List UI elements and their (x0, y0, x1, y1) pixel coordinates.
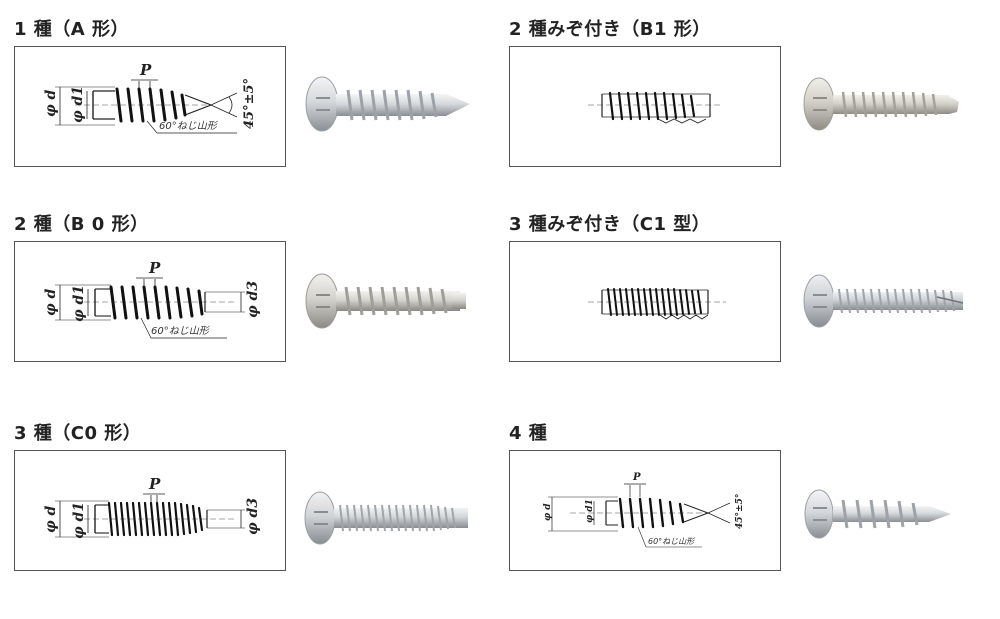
thread-angle-label: 60°ねじ山形 (151, 325, 211, 337)
screw-drawing (588, 91, 722, 124)
pitch-label: P (632, 472, 641, 483)
diameter-d1-label: φ d1 (71, 285, 87, 322)
type-3-c1-section: 3 種みぞ付き（C1 型） (509, 210, 999, 410)
screw-drawing: P φ d φ d1 φ d3 (43, 475, 261, 539)
diameter-d3-label: φ d3 (245, 498, 261, 535)
thread-angle-label: 60°ねじ山形 (648, 537, 695, 546)
diameter-d1-label: φ d1 (585, 499, 595, 523)
type-2-b1-section: 2 種みぞ付き（B1 形） (509, 15, 999, 215)
diameter-d3-label: φ d3 (245, 281, 261, 318)
screw-photo (302, 46, 472, 165)
screw-photo (302, 241, 472, 360)
pitch-label: P (148, 475, 161, 493)
type-1-a-section: 1 種（A 形） (14, 15, 504, 215)
dimension-diagram (509, 241, 781, 362)
angle-label: 45°±5° (242, 78, 257, 129)
screw-photo (797, 241, 967, 360)
type-title: 3 種（C0 形） (14, 423, 142, 444)
diameter-d-label: φ d (43, 89, 59, 117)
angle-label: 45°±5° (735, 494, 745, 529)
dimension-diagram: P φ d φ d1 φ d3 (14, 450, 286, 571)
pitch-label: P (139, 61, 152, 79)
diameter-d-label: φ d (43, 505, 59, 533)
type-title: 2 種（B 0 形） (14, 214, 149, 235)
screw-photo (797, 46, 967, 165)
diameter-d1-label: φ d1 (71, 502, 87, 539)
pitch-label: P (148, 259, 161, 277)
screw-drawing: P φ d φ d1 φ d3 60°ねじ山形 (43, 259, 261, 339)
screw-drawing: P φ d φ d1 45°±5° 60°ねじ山形 (543, 472, 745, 548)
type-title: 2 種みぞ付き（B1 形） (509, 19, 711, 40)
dimension-diagram (509, 46, 781, 167)
type-title: 1 種（A 形） (14, 19, 129, 40)
type-2-b0-section: 2 種（B 0 形） P (14, 210, 504, 410)
thread-angle-label: 60°ねじ山形 (159, 120, 219, 132)
type-title: 3 種みぞ付き（C1 型） (509, 214, 711, 235)
diameter-d-label: φ d (543, 503, 553, 521)
type-title: 4 種 (509, 423, 548, 444)
dimension-diagram: P φ d φ d1 φ d3 60°ねじ山形 (14, 241, 286, 362)
type-3-c0-section: 3 種（C0 形） P (14, 419, 504, 619)
dimension-diagram: P φ d φ d1 45°±5° 60°ねじ山形 (14, 46, 286, 167)
type-4-section: 4 種 P φ d φ (509, 419, 999, 619)
diameter-d1-label: φ d1 (70, 86, 86, 123)
screw-drawing: P φ d φ d1 45°±5° 60°ねじ山形 (43, 61, 257, 134)
dimension-diagram: P φ d φ d1 45°±5° 60°ねじ山形 (509, 450, 781, 571)
screw-photo (797, 450, 967, 569)
screw-drawing (588, 288, 726, 320)
screw-photo (302, 450, 472, 569)
diameter-d-label: φ d (43, 288, 59, 316)
